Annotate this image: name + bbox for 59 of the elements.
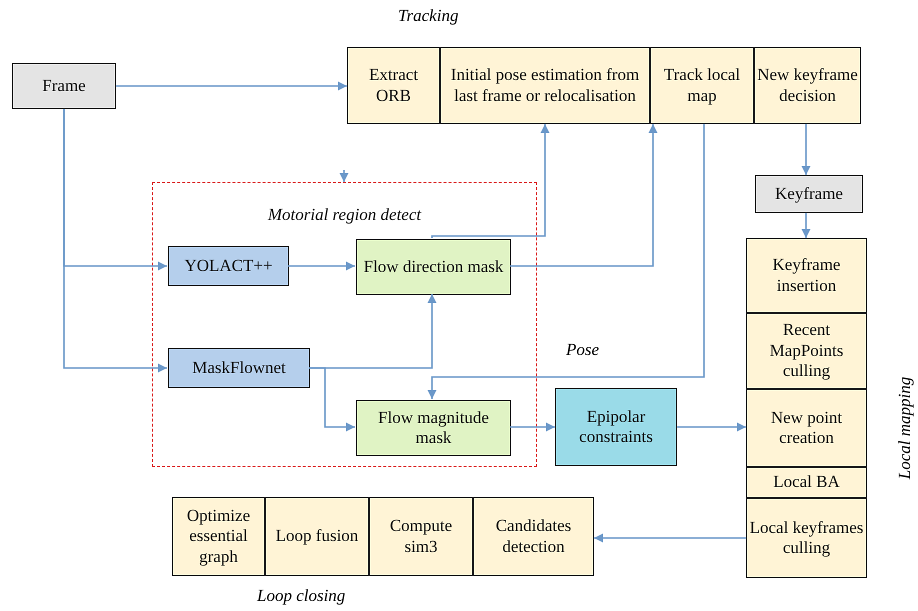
process-box: [746, 498, 867, 578]
region-title: Motorial region detect: [266, 205, 422, 226]
box-label: Optimize essential graph: [186, 506, 252, 568]
process-box: [746, 467, 867, 498]
arrow: [288, 262, 355, 270]
process-box: [746, 238, 867, 313]
box-label: Epipolar constraints: [578, 406, 654, 448]
process-box: [555, 388, 677, 466]
arrow: [428, 124, 705, 399]
arrow: [510, 124, 658, 267]
box-label: YOLACT++: [183, 256, 274, 276]
box-label: Recent MapPoints culling: [768, 320, 844, 382]
box-label: Initial pose estimation from last frame or relocalisation: [450, 65, 640, 106]
box-label: Keyframe: [774, 184, 844, 204]
process-box: [172, 497, 265, 576]
process-box: [754, 47, 861, 124]
arrow: [431, 124, 550, 238]
box-label: New keyframe decision: [756, 65, 859, 106]
box-label: Candidates detection: [494, 516, 572, 557]
process-box: [473, 497, 594, 576]
arrow: [677, 422, 746, 432]
mask-box: [356, 400, 511, 456]
section-label: Pose: [566, 340, 600, 360]
arrow: [802, 213, 810, 238]
network-box: [168, 246, 289, 286]
box-label: Loop fusion: [274, 526, 360, 547]
box-label: Flow magnitude mask: [377, 408, 490, 448]
process-box: [746, 313, 867, 389]
box-label: Keyframe insertion: [772, 255, 842, 296]
arrow: [116, 82, 347, 90]
process-box: [746, 389, 867, 467]
section-label: Tracking: [398, 6, 458, 26]
box-label: Local BA: [772, 472, 841, 493]
process-box: [265, 497, 369, 576]
process-box: [650, 47, 754, 124]
box-label: Compute sim3: [388, 516, 454, 557]
keyframe-box: [755, 175, 863, 213]
network-box: [168, 348, 310, 388]
arrow: [510, 422, 555, 432]
process-box: [347, 47, 440, 124]
box-label: Local keyframes culling: [748, 518, 864, 558]
box-label: Track local map: [662, 65, 742, 106]
arrow: [594, 534, 746, 542]
mask-box: [356, 239, 511, 295]
dashed-region: [152, 182, 537, 467]
arrow: [63, 109, 167, 372]
box-label: New point creation: [770, 408, 844, 448]
input-box: [12, 63, 116, 109]
box-label: Frame: [41, 76, 87, 96]
section-label: Local mapping: [895, 376, 915, 480]
box-label: MaskFlownet: [191, 358, 287, 378]
arrow: [309, 367, 355, 432]
process-box: [440, 47, 650, 124]
arrow: [802, 124, 810, 175]
section-label: Loop closing: [257, 586, 346, 606]
process-box: [369, 497, 473, 576]
arrow: [340, 170, 348, 182]
box-label: Flow direction mask: [362, 256, 504, 278]
box-label: Extract ORB: [368, 65, 420, 106]
